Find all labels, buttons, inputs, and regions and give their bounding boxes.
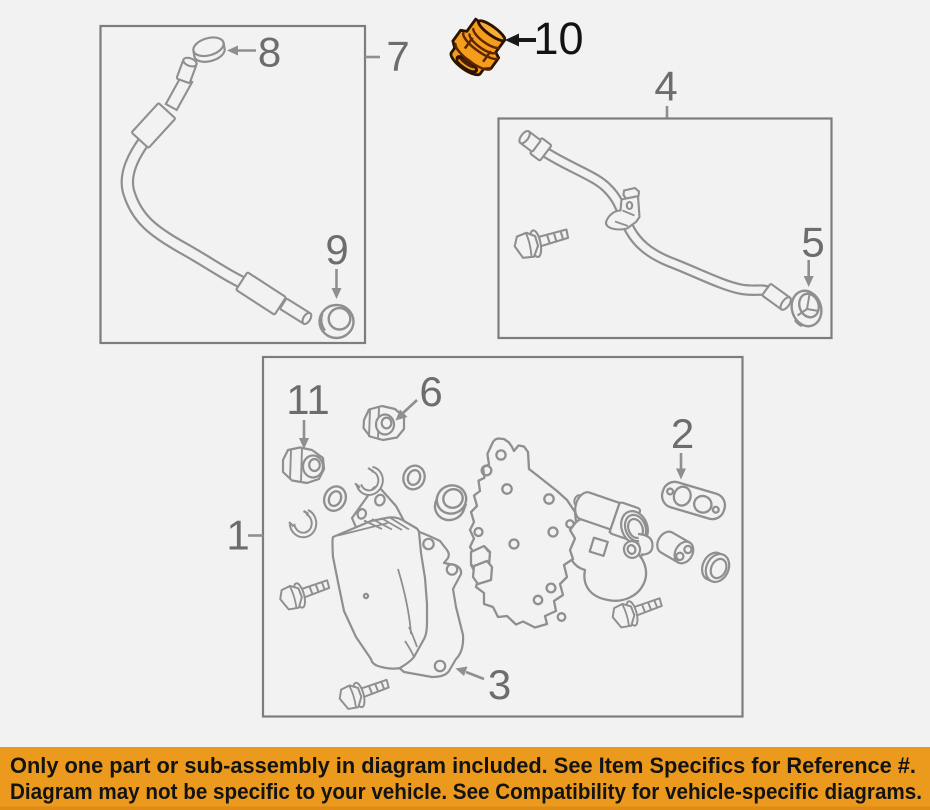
svg-text:8: 8	[258, 29, 281, 76]
svg-text:10: 10	[533, 13, 583, 64]
svg-text:Only one part or sub-assembly: Only one part or sub-assembly in diagram…	[10, 753, 916, 778]
svg-text:1: 1	[226, 512, 249, 559]
svg-text:Diagram may not be specific to: Diagram may not be specific to your vehi…	[10, 779, 922, 804]
svg-text:4: 4	[654, 63, 677, 110]
svg-text:5: 5	[801, 218, 824, 265]
svg-text:2: 2	[671, 410, 694, 457]
svg-text:3: 3	[488, 661, 511, 708]
svg-text:6: 6	[419, 368, 442, 415]
svg-text:11: 11	[286, 376, 330, 423]
svg-text:7: 7	[386, 33, 409, 80]
svg-text:9: 9	[325, 226, 348, 273]
